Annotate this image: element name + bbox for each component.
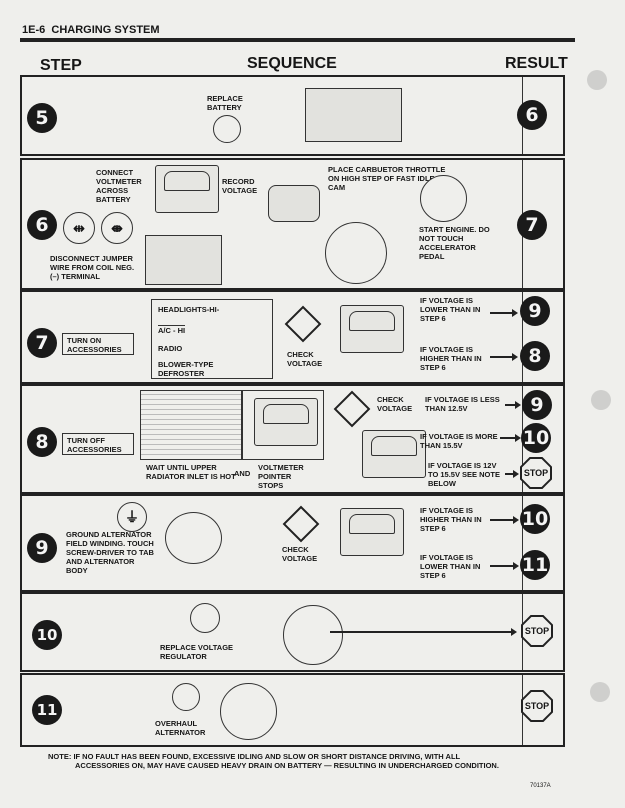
step-7-row (20, 290, 565, 384)
stop-sign: STOP (521, 690, 553, 722)
regulator-illustration (283, 605, 343, 665)
battery-illustration (145, 235, 222, 285)
step-text: CHECK VOLTAGE (287, 350, 323, 368)
result-cell (522, 292, 565, 382)
stop-sign: STOP (521, 615, 553, 647)
step-text: CHECK VOLTAGE (377, 395, 413, 413)
step-text: CHECK VOLTAGE (282, 545, 318, 563)
result-badge: 9 (522, 390, 552, 420)
step-text: IF VOLTAGE IS 12V TO 15.5V SEE NOTE BELO… (428, 461, 500, 488)
note-line1: IF NO FAULT HAS BEEN FOUND, EXCESSIVE ID… (73, 752, 461, 761)
binder-hole (590, 682, 610, 702)
voltmeter-illustration (362, 430, 426, 478)
header-rule (20, 38, 575, 42)
wrench-icon (190, 603, 220, 633)
result-cell (522, 496, 565, 590)
column-sequence: SEQUENCE (247, 55, 337, 72)
column-step: STEP (40, 57, 82, 74)
result-badge: 10 (520, 504, 550, 534)
page-header: 1E-6 CHARGING SYSTEM (22, 24, 160, 36)
battery-illustration (305, 88, 402, 142)
result-badge: 10 (521, 423, 551, 453)
arrow (330, 628, 517, 635)
wrench-icon (213, 115, 241, 143)
step-text: WAIT UNTIL UPPER RADIATOR INLET IS HOT (146, 463, 236, 481)
step-text: IF VOLTAGE IS HIGHER THAN IN STEP 6 (420, 506, 482, 533)
step-text: PLACE CARBUETOR THROTTLE ON HIGH STEP OF… (328, 165, 446, 192)
step-text: REPLACE VOLTAGE REGULATOR (160, 643, 234, 661)
binder-hole (587, 70, 607, 90)
radiator-illustration (140, 390, 242, 460)
arrow (500, 434, 521, 441)
step-text: VOLTMETER POINTER STOPS (258, 463, 304, 490)
step-text: REPLACE BATTERY (207, 94, 243, 112)
step-text: IF VOLTAGE IS LESS THAN 12.5V (425, 395, 500, 413)
step-number: 8 (27, 427, 57, 457)
result-badge: 9 (520, 296, 550, 326)
step-number: 11 (32, 695, 62, 725)
ground-icon: ⏚ (117, 502, 147, 532)
carburetor-illustration (268, 185, 320, 222)
result-badge: 6 (517, 100, 547, 130)
step-text: OVERHAUL ALTERNATOR (155, 719, 206, 737)
step-9-row (20, 494, 565, 592)
step-number: 9 (27, 533, 57, 563)
binder-hole (591, 390, 611, 410)
step-text: GROUND ALTERNATOR FIELD WINDING. TOUCH S… (66, 530, 154, 575)
step-text: AND (234, 469, 251, 478)
note-label: NOTE: (48, 752, 72, 761)
arrow (505, 470, 519, 477)
step-number: 10 (32, 620, 62, 650)
note: NOTE: IF NO FAULT HAS BEEN FOUND, EXCESS… (48, 752, 588, 770)
figure-code: 70137A (530, 783, 551, 789)
section-title: CHARGING SYSTEM (51, 24, 160, 36)
alternator-illustration (165, 512, 222, 564)
step-label-box: TURN ON ACCESSORIES (62, 333, 134, 355)
voltmeter-illustration (155, 165, 219, 213)
step-number: 7 (27, 328, 57, 358)
step-5-row (20, 75, 565, 156)
step-text: RECORD VOLTAGE (222, 177, 258, 195)
arrow (505, 401, 521, 408)
note-line2: ACCESSORIES ON, MAY HAVE CAUSED HEAVY DR… (75, 761, 499, 770)
step-text: IF VOLTAGE IS HIGHER THAN IN STEP 6 (420, 345, 482, 372)
voltmeter-illustration (340, 508, 404, 556)
step-number: 6 (27, 210, 57, 240)
step-text: DISCONNECT JUMPER WIRE FROM COIL NEG. (–… (50, 254, 135, 281)
arrow (490, 309, 518, 316)
step-text: IF VOLTAGE IS LOWER THAN IN STEP 6 (420, 296, 481, 323)
carburetor-detail-illustration (325, 222, 387, 284)
arrow (490, 516, 519, 523)
result-badge: 11 (520, 550, 550, 580)
arrow (490, 353, 518, 360)
step-text: IF VOLTAGE IS MORE THAN 15.5V (420, 432, 498, 450)
arrow (490, 562, 519, 569)
voltmeter-illustration (340, 305, 404, 353)
stop-sign: STOP (520, 457, 552, 489)
wrench-icon (172, 683, 200, 711)
step-label-box: TURN OFF ACCESSORIES (62, 433, 134, 455)
result-badge: 7 (517, 210, 547, 240)
step-number: 5 (27, 103, 57, 133)
step-text: CONNECT VOLTMETER ACROSS BATTERY (96, 168, 142, 204)
result-badge: 8 (520, 341, 550, 371)
step-text: IF VOLTAGE IS LOWER THAN IN STEP 6 (420, 553, 481, 580)
accessory-item: BLOWER-TYPE DEFROSTER (158, 360, 214, 378)
column-result: RESULT (505, 55, 568, 72)
accelerator-pedal-illustration (420, 175, 467, 222)
step-text: START ENGINE. DO NOT TOUCH ACCELERATOR P… (419, 225, 490, 261)
page-number: 1E-6 (22, 24, 46, 36)
voltmeter-illustration (254, 398, 318, 446)
connect-icon: ⇼ (101, 212, 133, 244)
voltmeter-panel (242, 390, 324, 460)
accessory-item: RADIO (158, 344, 183, 353)
disconnect-icon: ⇹ (63, 212, 95, 244)
alternator-illustration (220, 683, 277, 740)
accessory-item: HEADLIGHTS-HI- (158, 305, 220, 314)
step-11-row (20, 673, 565, 747)
accessory-item: A/C - HI (158, 325, 186, 335)
accessory-list: HEADLIGHTS-HI- A/C - HI RADIO BLOWER-TYP… (151, 299, 273, 379)
